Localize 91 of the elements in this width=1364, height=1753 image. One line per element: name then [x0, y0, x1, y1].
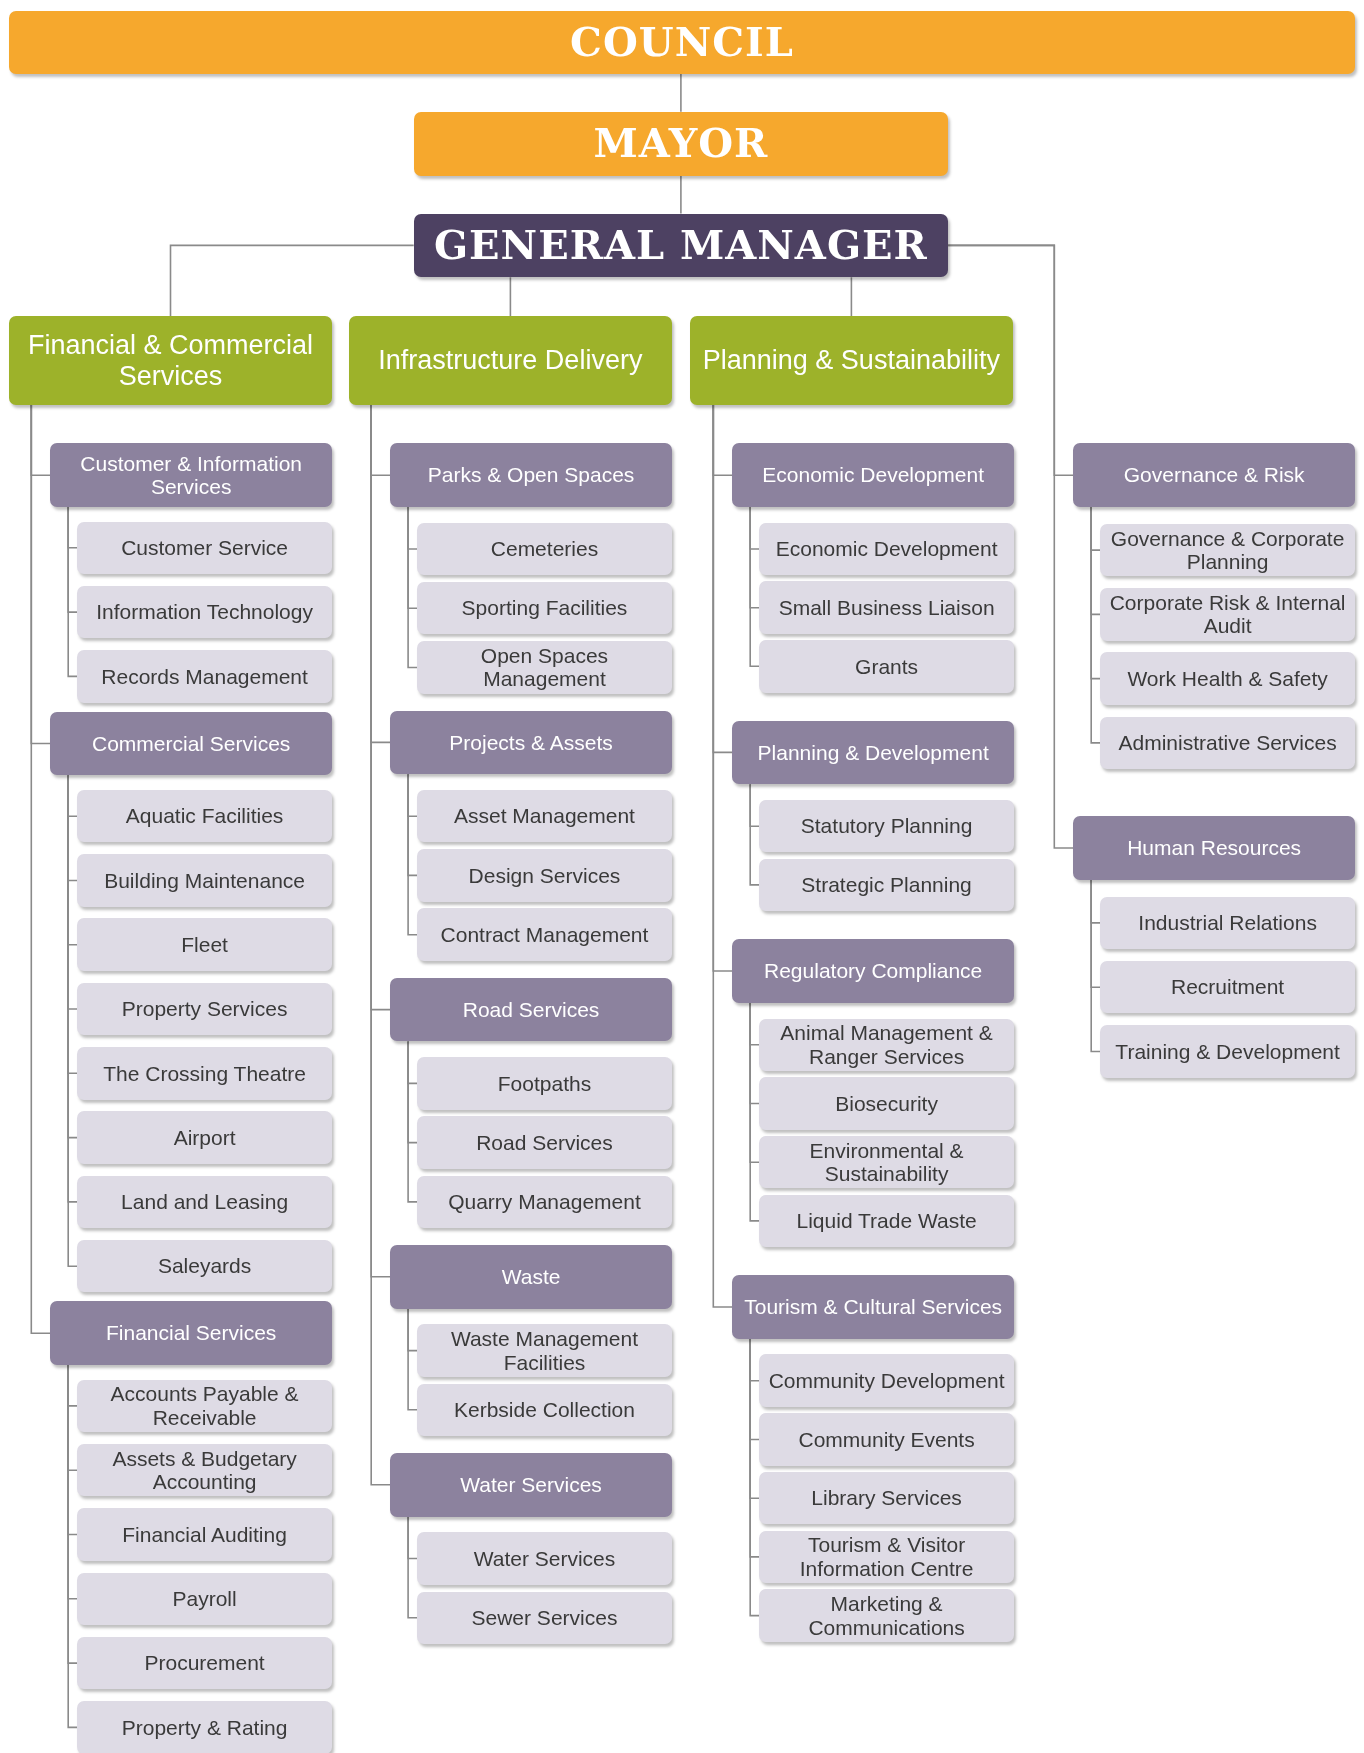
- connector-line: [407, 1515, 418, 1619]
- unit-box: Training & Development: [1100, 1025, 1356, 1078]
- section-box: Parks & Open Spaces: [390, 443, 672, 507]
- unit-box: Procurement: [77, 1636, 333, 1690]
- unit-box: Marketing & Communications: [759, 1589, 1015, 1642]
- unit-box: Corporate Risk & Internal Audit: [1100, 588, 1356, 641]
- unit-box: Payroll: [77, 1572, 333, 1626]
- unit-box: Contract Management: [417, 908, 672, 961]
- unit-box: Cemeteries: [417, 522, 672, 576]
- directorate-box: Financial & Commercial Services: [8, 316, 333, 405]
- unit-box: Statutory Planning: [759, 799, 1015, 853]
- unit-box: Road Services: [417, 1116, 672, 1169]
- unit-box: Governance & Corporate Planning: [1100, 523, 1356, 577]
- directorate-box: Infrastructure Delivery: [348, 316, 672, 405]
- connector-line: [407, 773, 418, 936]
- connector-line: [169, 244, 415, 318]
- connector-line: [1090, 879, 1101, 1053]
- unit-box: Kerbside Collection: [417, 1383, 672, 1437]
- unit-box: Environmental & Sustainability: [759, 1135, 1015, 1189]
- title-banner: GENERAL MANAGER: [413, 213, 949, 278]
- unit-box: Customer Service: [77, 521, 333, 575]
- unit-box: Community Events: [759, 1413, 1015, 1466]
- unit-box: Land and Leasing: [77, 1175, 333, 1229]
- section-box: Water Services: [390, 1452, 672, 1517]
- section-box: Regulatory Compliance: [732, 939, 1015, 1003]
- unit-box: Work Health & Safety: [1100, 652, 1356, 705]
- section-box: Human Resources: [1073, 816, 1356, 880]
- unit-box: Sporting Facilities: [417, 581, 672, 635]
- unit-box: Waste Management Facilities: [417, 1324, 672, 1377]
- unit-box: Accounts Payable & Receivable: [77, 1379, 333, 1433]
- connector-line: [749, 783, 760, 886]
- connector-line: [509, 276, 512, 318]
- unit-box: Administrative Services: [1100, 716, 1356, 770]
- unit-box: Economic Development: [759, 522, 1015, 576]
- directorate-box: Planning & Sustainability: [689, 316, 1013, 405]
- unit-box: Industrial Relations: [1100, 896, 1356, 950]
- unit-box: Assets & Budgetary Accounting: [77, 1443, 333, 1497]
- connector-line: [749, 1002, 760, 1222]
- unit-box: Liquid Trade Waste: [759, 1194, 1015, 1248]
- connector-line: [749, 1338, 760, 1617]
- connector-line: [1090, 506, 1101, 744]
- unit-box: Financial Auditing: [77, 1508, 333, 1561]
- unit-box: Grants: [759, 640, 1015, 693]
- section-box: Customer & Information Services: [50, 443, 333, 507]
- unit-box: Aquatic Facilities: [77, 789, 333, 843]
- connector-line: [749, 506, 760, 668]
- unit-box: Biosecurity: [759, 1077, 1015, 1130]
- connector-line: [850, 276, 853, 318]
- title-banner: MAYOR: [413, 111, 949, 176]
- section-box: Commercial Services: [50, 711, 333, 776]
- section-box: Projects & Assets: [390, 710, 672, 775]
- unit-box: Airport: [77, 1111, 333, 1164]
- section-box: Tourism & Cultural Services: [732, 1275, 1015, 1339]
- title-banner: COUNCIL: [8, 11, 1356, 74]
- connector-line: [680, 174, 682, 215]
- unit-box: Building Maintenance: [77, 854, 333, 907]
- unit-box: Property Services: [77, 982, 333, 1036]
- unit-box: Design Services: [417, 849, 672, 902]
- unit-box: Footpaths: [417, 1057, 672, 1110]
- unit-box: Asset Management: [417, 789, 672, 843]
- section-box: Economic Development: [732, 443, 1015, 507]
- connector-line: [712, 403, 734, 1308]
- unit-box: Water Services: [417, 1532, 672, 1585]
- unit-box: Saleyards: [77, 1239, 333, 1293]
- unit-box: Library Services: [759, 1471, 1015, 1525]
- unit-box: Fleet: [77, 918, 333, 971]
- section-box: Waste: [390, 1244, 672, 1309]
- connector-line: [680, 73, 682, 113]
- connector-line: [407, 1040, 418, 1203]
- unit-box: Strategic Planning: [759, 858, 1015, 912]
- unit-box: The Crossing Theatre: [77, 1047, 333, 1100]
- unit-box: Small Business Liaison: [759, 581, 1015, 634]
- unit-box: Tourism & Visitor Information Centre: [759, 1530, 1015, 1584]
- unit-box: Property & Rating: [77, 1701, 333, 1753]
- unit-box: Records Management: [77, 650, 333, 703]
- unit-box: Sewer Services: [417, 1591, 672, 1645]
- section-box: Governance & Risk: [1073, 443, 1356, 507]
- connector-line: [30, 403, 52, 1335]
- unit-box: Recruitment: [1100, 960, 1356, 1014]
- section-box: Road Services: [390, 977, 672, 1042]
- connector-line: [947, 244, 1075, 849]
- unit-box: Open Spaces Management: [417, 641, 672, 694]
- connector-line: [407, 506, 418, 669]
- unit-box: Quarry Management: [417, 1175, 672, 1229]
- connector-line: [407, 1307, 418, 1411]
- unit-box: Information Technology: [77, 585, 333, 639]
- section-box: Financial Services: [50, 1301, 333, 1366]
- unit-box: Animal Management & Ranger Services: [759, 1018, 1015, 1072]
- unit-box: Community Development: [759, 1354, 1015, 1408]
- section-box: Planning & Development: [732, 720, 1015, 785]
- connector-line: [67, 506, 78, 678]
